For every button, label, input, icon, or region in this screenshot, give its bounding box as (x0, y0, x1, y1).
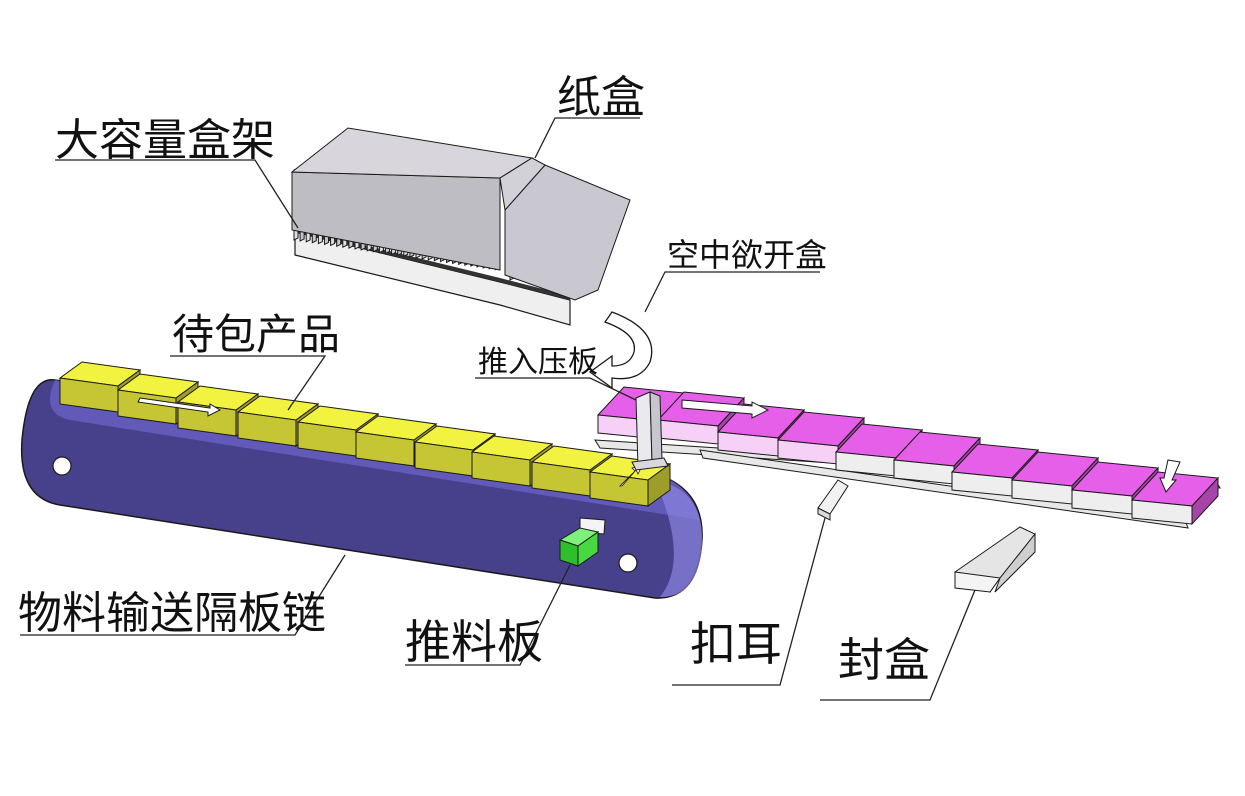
leader-carton (534, 117, 640, 159)
label-pusher: 推料板 (405, 615, 543, 669)
carton-side (1191, 476, 1219, 526)
flow-arrow-icon (681, 399, 770, 419)
leader-products (170, 355, 327, 411)
carton-boxes (596, 386, 1220, 526)
label-push-plate: 推入压板 (478, 345, 598, 380)
tab-tuck-part (817, 479, 849, 521)
conveyor-end-hole-right (618, 553, 638, 573)
flow-arrow-icon (1159, 459, 1181, 493)
leader-open-box (644, 271, 820, 313)
seal-box (954, 526, 1036, 593)
label-magazine: 大容量盒架 (55, 115, 275, 166)
carton-magazine (290, 127, 631, 326)
product-block-side (647, 463, 671, 507)
push-in-plate (631, 391, 669, 471)
label-open-box: 空中欲开盒 (667, 236, 827, 274)
open-box-curved-arrow (588, 311, 653, 390)
leader-magazine (55, 159, 299, 229)
flow-arrow-icon (137, 397, 222, 417)
label-carton: 纸盒 (557, 72, 645, 123)
label-products: 待包产品 (172, 310, 340, 359)
product-blocks (58, 361, 672, 507)
label-seal: 封盒 (838, 633, 930, 687)
pusher-plate (558, 517, 606, 567)
leader-pusher (405, 564, 571, 666)
leader-conveyor (20, 554, 346, 636)
label-tab-tuck: 扣耳 (690, 617, 782, 671)
leader-seal (820, 589, 976, 701)
leader-push-plate (475, 377, 637, 401)
leader-tab-tuck (672, 517, 826, 686)
label-conveyor: 物料输送隔板链 (18, 588, 326, 639)
conveyor-end-hole-left (52, 456, 72, 476)
